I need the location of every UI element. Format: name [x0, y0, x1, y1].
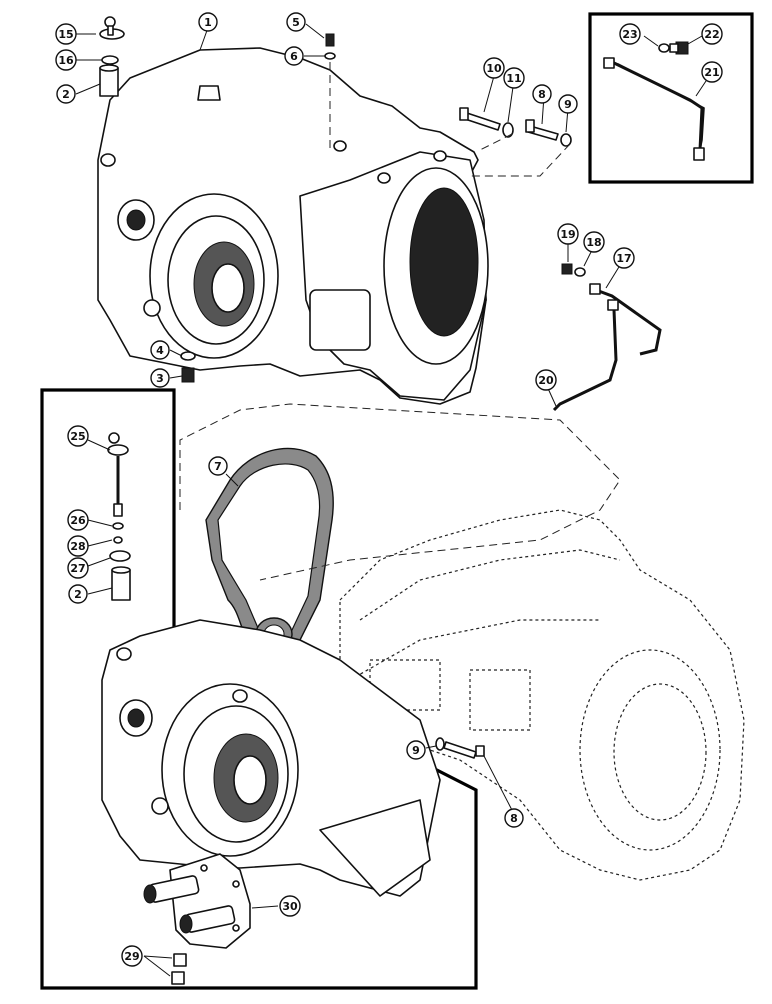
callout-30: 30 [279, 895, 301, 917]
callout-30-label: 30 [282, 900, 298, 913]
callout-18-label: 18 [586, 236, 601, 249]
callout-18: 18 [583, 231, 605, 253]
callout-17-label: 17 [616, 252, 631, 265]
screw-5 [325, 33, 335, 47]
seal-27 [109, 550, 131, 562]
callout-11-label: 11 [506, 72, 521, 85]
callout-7-label: 7 [214, 460, 222, 473]
callout-23-label: 23 [622, 28, 637, 41]
callout-7: 7 [208, 456, 228, 476]
callout-9-label: 9 [564, 98, 572, 111]
plug-3 [181, 367, 195, 383]
pto-cover-30 [143, 853, 251, 949]
callout-29-label: 29 [124, 950, 139, 963]
fitting-19 [561, 263, 573, 275]
o-ring-16 [101, 55, 119, 65]
tube-2-lower [111, 566, 131, 601]
callout-5: 5 [286, 12, 306, 32]
callout-15-label: 15 [58, 28, 73, 41]
callout-6-label: 6 [290, 50, 298, 63]
callout-8-lower: 8 [504, 808, 524, 828]
transmission-housing-1 [97, 47, 489, 405]
callout-26: 26 [67, 509, 89, 531]
callout-2-lower: 2 [68, 584, 88, 604]
callout-9-lower: 9 [406, 740, 426, 760]
dipstick-25 [107, 432, 129, 517]
bolt-8-lower [443, 741, 485, 759]
callout-20-label: 20 [538, 374, 554, 387]
callout-2: 2 [56, 84, 76, 104]
oil-line-20 [552, 299, 619, 412]
callout-5-label: 5 [292, 16, 300, 29]
callout-29: 29 [121, 945, 143, 967]
inset-frame-lower [40, 388, 478, 990]
gasket-7 [205, 447, 334, 659]
callout-17: 17 [613, 247, 635, 269]
callout-28: 28 [67, 535, 89, 557]
callout-8-label: 8 [538, 88, 546, 101]
callout-19-label: 19 [560, 228, 575, 241]
oil-line-17 [589, 283, 662, 356]
callout-25-label: 25 [70, 430, 85, 443]
callout-1-label: 1 [204, 16, 212, 29]
transmission-housing-lower [101, 619, 441, 897]
callout-22: 22 [701, 23, 723, 45]
o-ring-26 [112, 522, 124, 530]
callout-16-label: 16 [58, 54, 74, 67]
callout-9: 9 [558, 94, 578, 114]
filler-cap-15 [99, 16, 125, 40]
washer-4 [180, 351, 196, 361]
fitting-22 [669, 41, 689, 55]
bolt-8-upper [525, 119, 559, 141]
callout-22-label: 22 [704, 28, 719, 41]
callout-2-label: 2 [62, 88, 70, 101]
plug-29-b [171, 971, 185, 985]
callout-25: 25 [67, 425, 89, 447]
callout-3-label: 3 [156, 372, 164, 385]
callout-19: 19 [557, 223, 579, 245]
washer-6 [324, 52, 336, 60]
callout-28-label: 28 [70, 540, 85, 553]
callout-15: 15 [55, 23, 77, 45]
callout-4: 4 [150, 340, 170, 360]
callout-27: 27 [67, 557, 89, 579]
engine-block-ghost [339, 509, 745, 881]
washer-9-upper [560, 133, 572, 147]
callout-2-lower-label: 2 [74, 588, 82, 601]
callout-11: 11 [503, 67, 525, 89]
callout-1: 1 [198, 12, 218, 32]
callout-27-label: 27 [70, 562, 85, 575]
fitting-18 [574, 267, 586, 277]
callout-21-label: 21 [704, 66, 719, 79]
plug-29-a [173, 953, 187, 967]
fitting-23 [658, 43, 670, 53]
bolt-10 [459, 107, 501, 131]
callout-8-lower-label: 8 [510, 812, 518, 825]
inset-frame-top-right [588, 12, 754, 184]
callout-3: 3 [150, 368, 170, 388]
callout-20: 20 [535, 369, 557, 391]
washer-9-lower [435, 737, 445, 751]
tube-2-upper [99, 64, 119, 97]
callout-8: 8 [532, 84, 552, 104]
callout-10-label: 10 [486, 62, 502, 75]
callout-23: 23 [619, 23, 641, 45]
callout-4-label: 4 [156, 344, 164, 357]
ring-28 [113, 536, 123, 544]
callout-9-lower-label: 9 [412, 744, 420, 757]
callout-26-label: 26 [70, 514, 86, 527]
callout-6: 6 [284, 46, 304, 66]
callout-16: 16 [55, 49, 77, 71]
callout-10: 10 [483, 57, 505, 79]
washer-11 [502, 122, 514, 138]
callout-21: 21 [701, 61, 723, 83]
oil-line-21 [603, 57, 705, 161]
